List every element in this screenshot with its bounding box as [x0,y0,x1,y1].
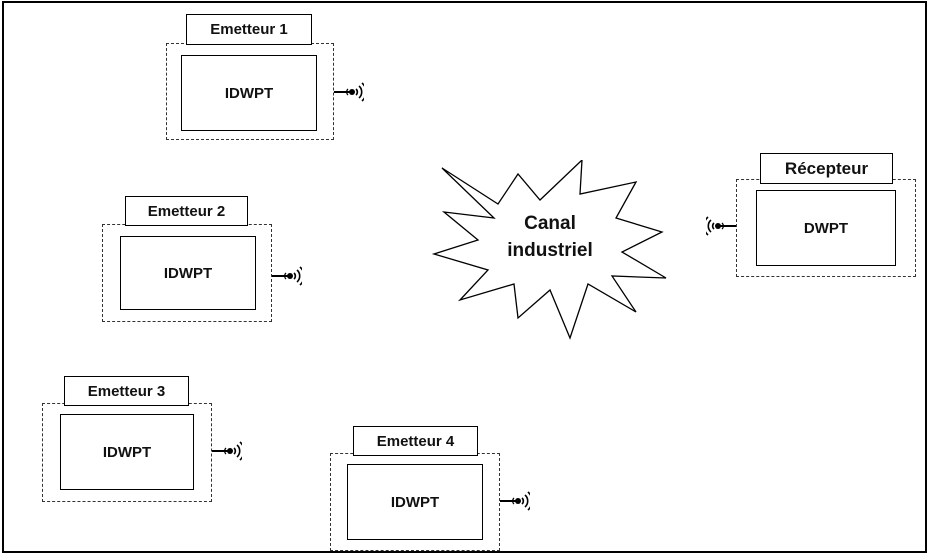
receiver-device: DWPT [756,190,896,266]
channel-label: Canal industriel [460,210,640,264]
antenna-icon [334,82,364,102]
emitter-1-title: Emetteur 1 [186,14,312,45]
antenna-icon [500,491,530,511]
antenna-icon [706,216,736,236]
emitter-1-device: IDWPT [181,55,317,131]
emitter-3-device: IDWPT [60,414,194,490]
emitter-2-device: IDWPT [120,236,256,310]
channel-starburst-shape [431,160,667,340]
antenna-icon [272,266,302,286]
antenna-icon [212,441,242,461]
channel-label-line-1: Canal [524,213,576,234]
emitter-2-title: Emetteur 2 [125,196,248,226]
emitter-4-device: IDWPT [347,464,483,540]
emitter-4-title: Emetteur 4 [353,426,478,456]
receiver-title: Récepteur [760,153,893,184]
emitter-3-title: Emetteur 3 [64,376,189,406]
channel-label-line-2: industriel [507,240,593,261]
